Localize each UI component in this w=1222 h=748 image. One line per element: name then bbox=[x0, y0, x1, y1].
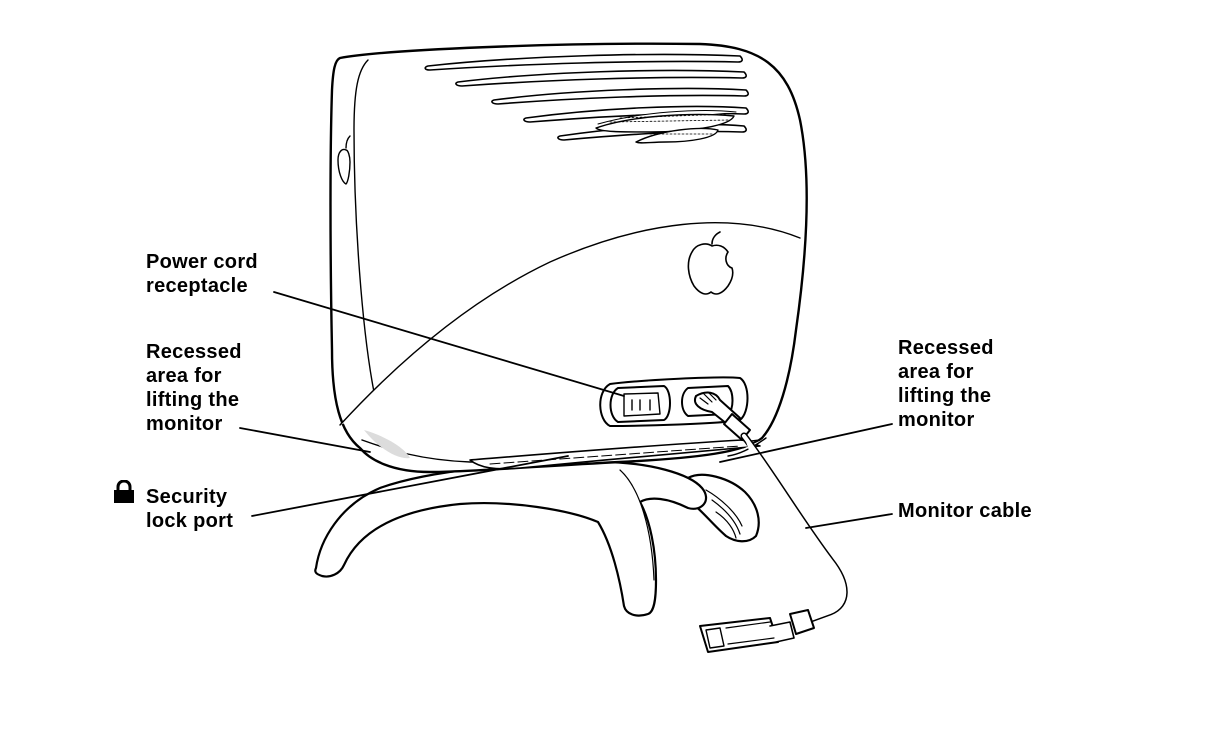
label-line: area for bbox=[898, 361, 974, 383]
monitor-body bbox=[329, 42, 808, 474]
label-line: lock port bbox=[146, 510, 234, 532]
callout-lines bbox=[239, 291, 893, 529]
label-line: Security bbox=[146, 486, 228, 508]
label-line: area for bbox=[146, 365, 222, 387]
power-cord-leader bbox=[273, 291, 625, 397]
label-line: Recessed bbox=[898, 337, 994, 359]
label-line: lifting the bbox=[898, 385, 992, 407]
label-line: Monitor cable bbox=[898, 500, 1032, 522]
security-lock-port-label: Security lock port bbox=[146, 485, 233, 533]
monitor-stand bbox=[314, 460, 760, 617]
recessed-area-right-label: Recessed area for lifting the monitor bbox=[898, 336, 994, 432]
padlock-icon bbox=[114, 480, 134, 503]
recessed-area-left-label: Recessed area for lifting the monitor bbox=[146, 340, 242, 436]
label-line: monitor bbox=[146, 413, 223, 435]
label-line: Recessed bbox=[146, 341, 242, 363]
recessed-right-leader bbox=[719, 423, 893, 463]
power-cord-receptacle-label: Power cord receptacle bbox=[146, 250, 258, 298]
monitor-cable-leader bbox=[805, 513, 893, 529]
monitor-cable-label: Monitor cable bbox=[898, 499, 1032, 523]
security-lock-leader bbox=[251, 455, 569, 517]
ventilation-slots bbox=[424, 53, 749, 144]
side-apple-logo-icon bbox=[337, 135, 351, 185]
label-line: monitor bbox=[898, 409, 975, 431]
recessed-left-leader bbox=[239, 427, 371, 453]
monitor-cable bbox=[694, 391, 848, 653]
apple-logo-icon bbox=[687, 231, 734, 295]
label-line: receptacle bbox=[146, 275, 248, 297]
label-line: lifting the bbox=[146, 389, 240, 411]
label-line: Power cord bbox=[146, 251, 258, 273]
